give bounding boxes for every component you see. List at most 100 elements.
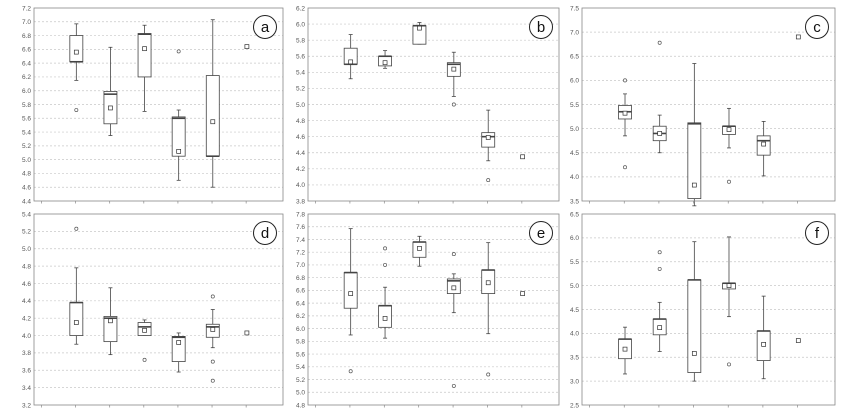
box-plot-group (412, 22, 427, 45)
mean-marker (795, 338, 801, 343)
box-iqr (687, 122, 702, 199)
y-tick-label: 4.5 (570, 150, 579, 157)
mean-marker (382, 316, 388, 321)
outlier-point (451, 383, 456, 388)
panel-label: b (537, 19, 545, 36)
box-plot-group (171, 332, 186, 373)
mean-marker (210, 119, 216, 125)
y-tick-label: 5.2 (296, 377, 305, 384)
y-tick-label: 5.4 (296, 364, 305, 371)
y-tick-label: 6.8 (22, 33, 31, 40)
box-iqr (343, 272, 358, 309)
box-plot-group (205, 294, 220, 383)
outlier-point (623, 165, 627, 170)
chart-panel-e: 7.87.67.47.27.06.86.66.46.26.05.85.65.45… (296, 211, 560, 409)
y-tick-label: 4.0 (570, 331, 579, 338)
box-plot-group (69, 23, 84, 112)
box-plot-group (446, 51, 461, 107)
chart-panel-c: 7.57.06.56.05.55.04.54.03.5c (570, 5, 836, 207)
y-tick-label: 5.5 (570, 259, 579, 266)
y-tick-label: 5.2 (22, 229, 31, 236)
y-tick-label: 4.8 (296, 402, 305, 409)
mean-marker (485, 280, 491, 286)
y-tick-label: 3.4 (22, 385, 31, 392)
box-iqr (103, 316, 118, 343)
y-tick-label: 5.2 (296, 86, 305, 93)
y-tick-label: 7.0 (296, 262, 305, 269)
box-plot-group (137, 24, 152, 112)
plot-area (582, 214, 835, 405)
box-plot-group (244, 44, 250, 49)
box-plot-group (69, 226, 84, 345)
y-tick-label: 7.2 (22, 5, 31, 12)
box-plot-group (343, 34, 358, 80)
box-plot-group (103, 287, 118, 356)
mean-marker (142, 327, 147, 333)
mean-marker (726, 283, 732, 288)
mean-marker (348, 59, 354, 65)
box-plot-group (618, 78, 632, 170)
y-tick-label: 6.0 (570, 78, 579, 85)
y-tick-label: 6.5 (570, 211, 579, 218)
box-plot-group (343, 228, 358, 374)
panel-label: c (813, 19, 821, 36)
mean-marker (73, 320, 79, 325)
chart-panel-b: 6.26.05.85.65.45.25.04.84.64.44.24.03.8b (296, 5, 560, 205)
y-tick-label: 5.5 (570, 102, 579, 109)
box-plot-group (103, 46, 118, 136)
box-plot-group (520, 154, 525, 160)
panel-label-badge (529, 15, 553, 39)
mean-marker (382, 60, 388, 66)
mean-marker (244, 44, 250, 49)
y-tick-label: 5.8 (22, 102, 31, 109)
box-plot-group (652, 250, 667, 352)
plot-frame (581, 213, 836, 406)
box-iqr (205, 75, 220, 157)
box-plot-group (481, 109, 496, 183)
outlier-point (348, 369, 353, 374)
y-tick-label: 4.4 (22, 198, 31, 205)
plot-frame (307, 7, 560, 202)
y-tick-label: 5.4 (22, 211, 31, 218)
y-tick-label: 7.4 (296, 237, 305, 244)
y-tick-label: 5.8 (296, 339, 305, 346)
y-tick-label: 5.0 (22, 157, 31, 164)
y-tick-label: 5.0 (570, 126, 579, 133)
y-tick-label: 4.0 (22, 333, 31, 340)
mean-marker (622, 110, 628, 116)
y-tick-label: 5.8 (296, 37, 305, 44)
mean-marker (622, 346, 628, 352)
mean-marker (451, 285, 457, 291)
plot-frame (307, 213, 560, 406)
box-iqr (69, 35, 84, 63)
panel-label-badge (253, 221, 277, 245)
plot-frame (33, 7, 284, 202)
y-tick-label: 3.0 (570, 378, 579, 385)
outlier-point (176, 49, 181, 54)
y-tick-label: 6.2 (296, 5, 305, 12)
y-tick-label: 5.0 (570, 283, 579, 290)
outlier-point (383, 246, 388, 251)
outlier-point (657, 266, 662, 271)
outlier-point (210, 378, 215, 383)
mean-marker (795, 34, 801, 40)
y-tick-label: 6.0 (296, 326, 305, 333)
box-plot-group (795, 34, 801, 40)
plot-frame (33, 213, 284, 406)
mean-marker (417, 246, 422, 251)
y-tick-label: 4.8 (296, 118, 305, 125)
y-tick-label: 3.5 (570, 355, 579, 362)
mean-marker (761, 342, 767, 347)
box-plot-group (722, 236, 736, 367)
y-tick-label: 4.4 (296, 150, 305, 157)
box-iqr (69, 302, 84, 336)
y-tick-label: 6.8 (296, 275, 305, 282)
y-tick-label: 7.6 (296, 224, 305, 231)
y-tick-label: 6.0 (570, 235, 579, 242)
box-iqr (481, 132, 496, 148)
box-plot-group (205, 19, 220, 188)
panel-label-badge (529, 221, 553, 245)
outlier-point (210, 294, 215, 299)
y-tick-label: 2.5 (570, 402, 579, 409)
